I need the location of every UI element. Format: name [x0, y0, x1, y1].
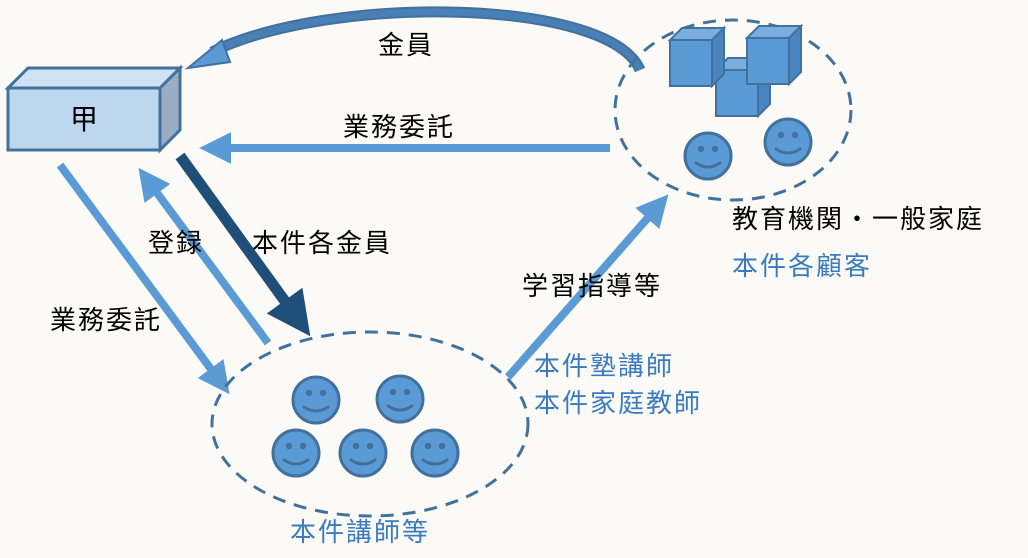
consign-arrow-left	[56, 162, 230, 395]
instructors-group-label: 本件講師等	[290, 518, 431, 548]
register-label: 登録	[148, 229, 205, 259]
smiley-face-icon	[271, 428, 321, 478]
instruction-label: 学習指導等	[522, 272, 663, 302]
smiley-face-icon	[763, 117, 813, 167]
smiley-face-icon	[375, 374, 425, 424]
fee-top-label: 金員	[378, 31, 435, 61]
curved-fee-arrow	[184, 6, 646, 73]
consign-top-label: 業務委託	[343, 113, 456, 143]
instructors-group-ellipse	[210, 330, 530, 518]
building-cube-icon	[669, 27, 725, 87]
clients-title: 教育機関・一般家庭	[732, 205, 985, 235]
clients-group-ellipse	[613, 18, 853, 202]
each-fee-arrow	[175, 152, 311, 337]
consign-left-label: 業務委託	[50, 306, 163, 336]
household-faces	[683, 117, 813, 181]
clients-subtitle: 本件各顧客	[732, 252, 873, 282]
instructor-role-cram: 本件塾講師	[534, 352, 675, 382]
register-arrow	[138, 167, 272, 346]
smiley-face-icon	[338, 428, 388, 478]
instructor-faces	[271, 374, 460, 478]
smiley-face-icon	[291, 375, 341, 425]
institution-icons	[669, 25, 802, 117]
smiley-face-icon	[410, 428, 460, 478]
smiley-face-icon	[683, 131, 733, 181]
building-cube-icon	[746, 25, 802, 85]
instructor-role-tutor: 本件家庭教師	[534, 389, 703, 419]
instruction-arrow	[504, 194, 669, 380]
entity-a-box	[4, 64, 184, 154]
entity-a-label: 甲	[69, 103, 98, 136]
each-fee-label: 本件各金員	[252, 229, 393, 259]
